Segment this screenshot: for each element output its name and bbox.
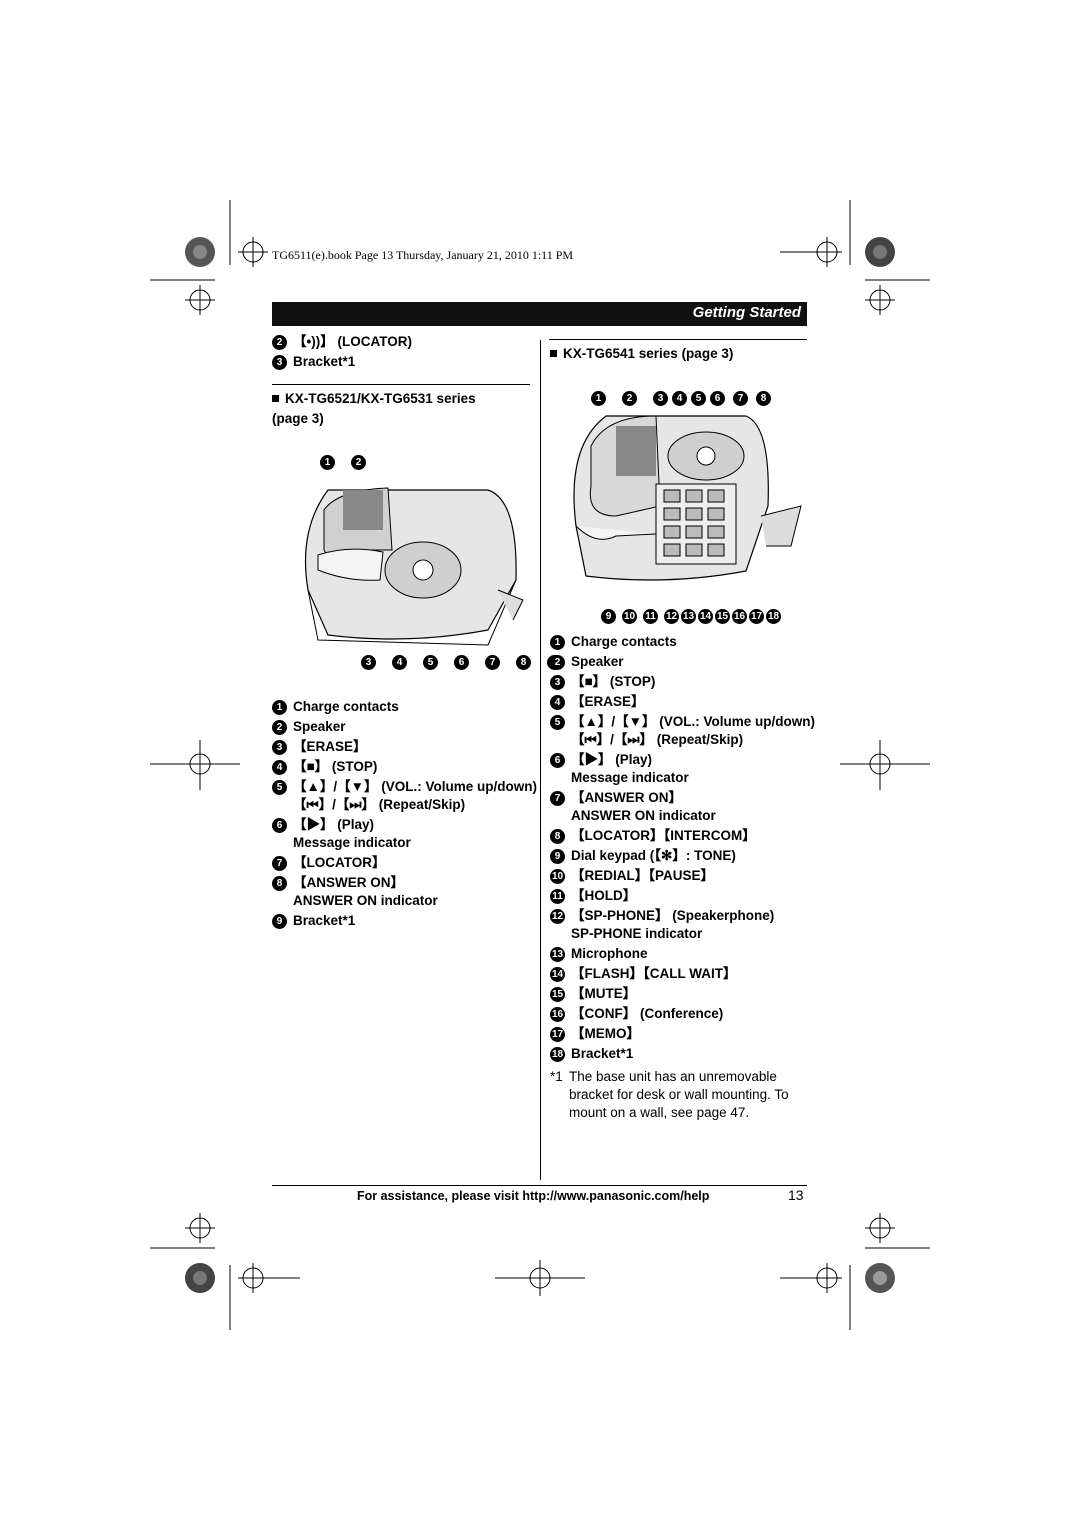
right-item: 4【ERASE】	[550, 693, 645, 711]
left-item: 7【LOCATOR】	[272, 854, 386, 872]
section-title: Getting Started	[692, 304, 801, 321]
right-item: 10【REDIAL】【PAUSE】	[550, 868, 715, 884]
header-note: TG6511(e).book Page 13 Thursday, January…	[272, 248, 574, 262]
left-series-page: (page 3)	[272, 411, 324, 426]
left-item-line: ANSWER ON indicator	[293, 893, 438, 908]
left-item: 4【■】 (STOP)	[272, 758, 377, 776]
footer-help-text: For assistance, please visit http://www.…	[357, 1189, 710, 1203]
base-unit-illustration-left	[304, 487, 524, 646]
right-item-line: SP-PHONE indicator	[571, 926, 703, 941]
footnote-line: The base unit has an unremovable	[569, 1069, 777, 1084]
right-item: 12【SP-PHONE】 (Speakerphone)	[550, 908, 775, 924]
footnote-line: mount on a wall, see page 47.	[569, 1105, 750, 1120]
left-rule	[272, 384, 530, 385]
footnote-mark: *1	[550, 1069, 563, 1084]
right-item: 7【ANSWER ON】	[550, 789, 682, 807]
left-item: 5【▲】/【▼】 (VOL.: Volume up/down)	[272, 778, 537, 796]
left-item: 6【▶】 (Play)	[272, 816, 374, 834]
right-item: 14【FLASH】【CALL WAIT】	[550, 966, 737, 982]
right-item: 16【CONF】 (Conference)	[550, 1006, 724, 1022]
section-bar: Getting Started	[272, 302, 807, 326]
right-series-title: KX-TG6541 series (page 3)	[550, 345, 733, 363]
left-item: 3【ERASE】	[272, 738, 367, 756]
right-item-line: 【⏮】/【⏭】 (Repeat/Skip)	[571, 732, 744, 747]
left-item-line: Message indicator	[293, 835, 411, 850]
column-divider	[540, 340, 541, 1180]
right-item: 3【■】 (STOP)	[550, 673, 655, 691]
footer-rule	[272, 1185, 807, 1186]
right-item: 6【▶】 (Play)	[550, 751, 652, 769]
right-item: 5【▲】/【▼】 (VOL.: Volume up/down)	[550, 713, 815, 731]
left-series-title: KX-TG6521/KX-TG6531 series	[272, 390, 476, 408]
left-item: 8【ANSWER ON】	[272, 874, 404, 892]
base-unit-illustration-right	[573, 415, 802, 581]
footnote-line: bracket for desk or wall mounting. To	[569, 1087, 789, 1102]
right-item: 11【HOLD】	[550, 887, 636, 905]
right-item: 17【MEMO】	[550, 1026, 640, 1042]
left-top-item: 2【•))】 (LOCATOR)	[272, 333, 412, 351]
right-item-line: ANSWER ON indicator	[571, 808, 716, 823]
right-item: 15【MUTE】	[550, 986, 637, 1002]
right-item: 8【LOCATOR】【INTERCOM】	[550, 827, 756, 845]
left-item-line: 【⏮】/【⏭】 (Repeat/Skip)	[293, 797, 466, 812]
page-number: 13	[788, 1187, 804, 1203]
right-rule	[549, 339, 807, 340]
right-item-line: Message indicator	[571, 770, 689, 785]
